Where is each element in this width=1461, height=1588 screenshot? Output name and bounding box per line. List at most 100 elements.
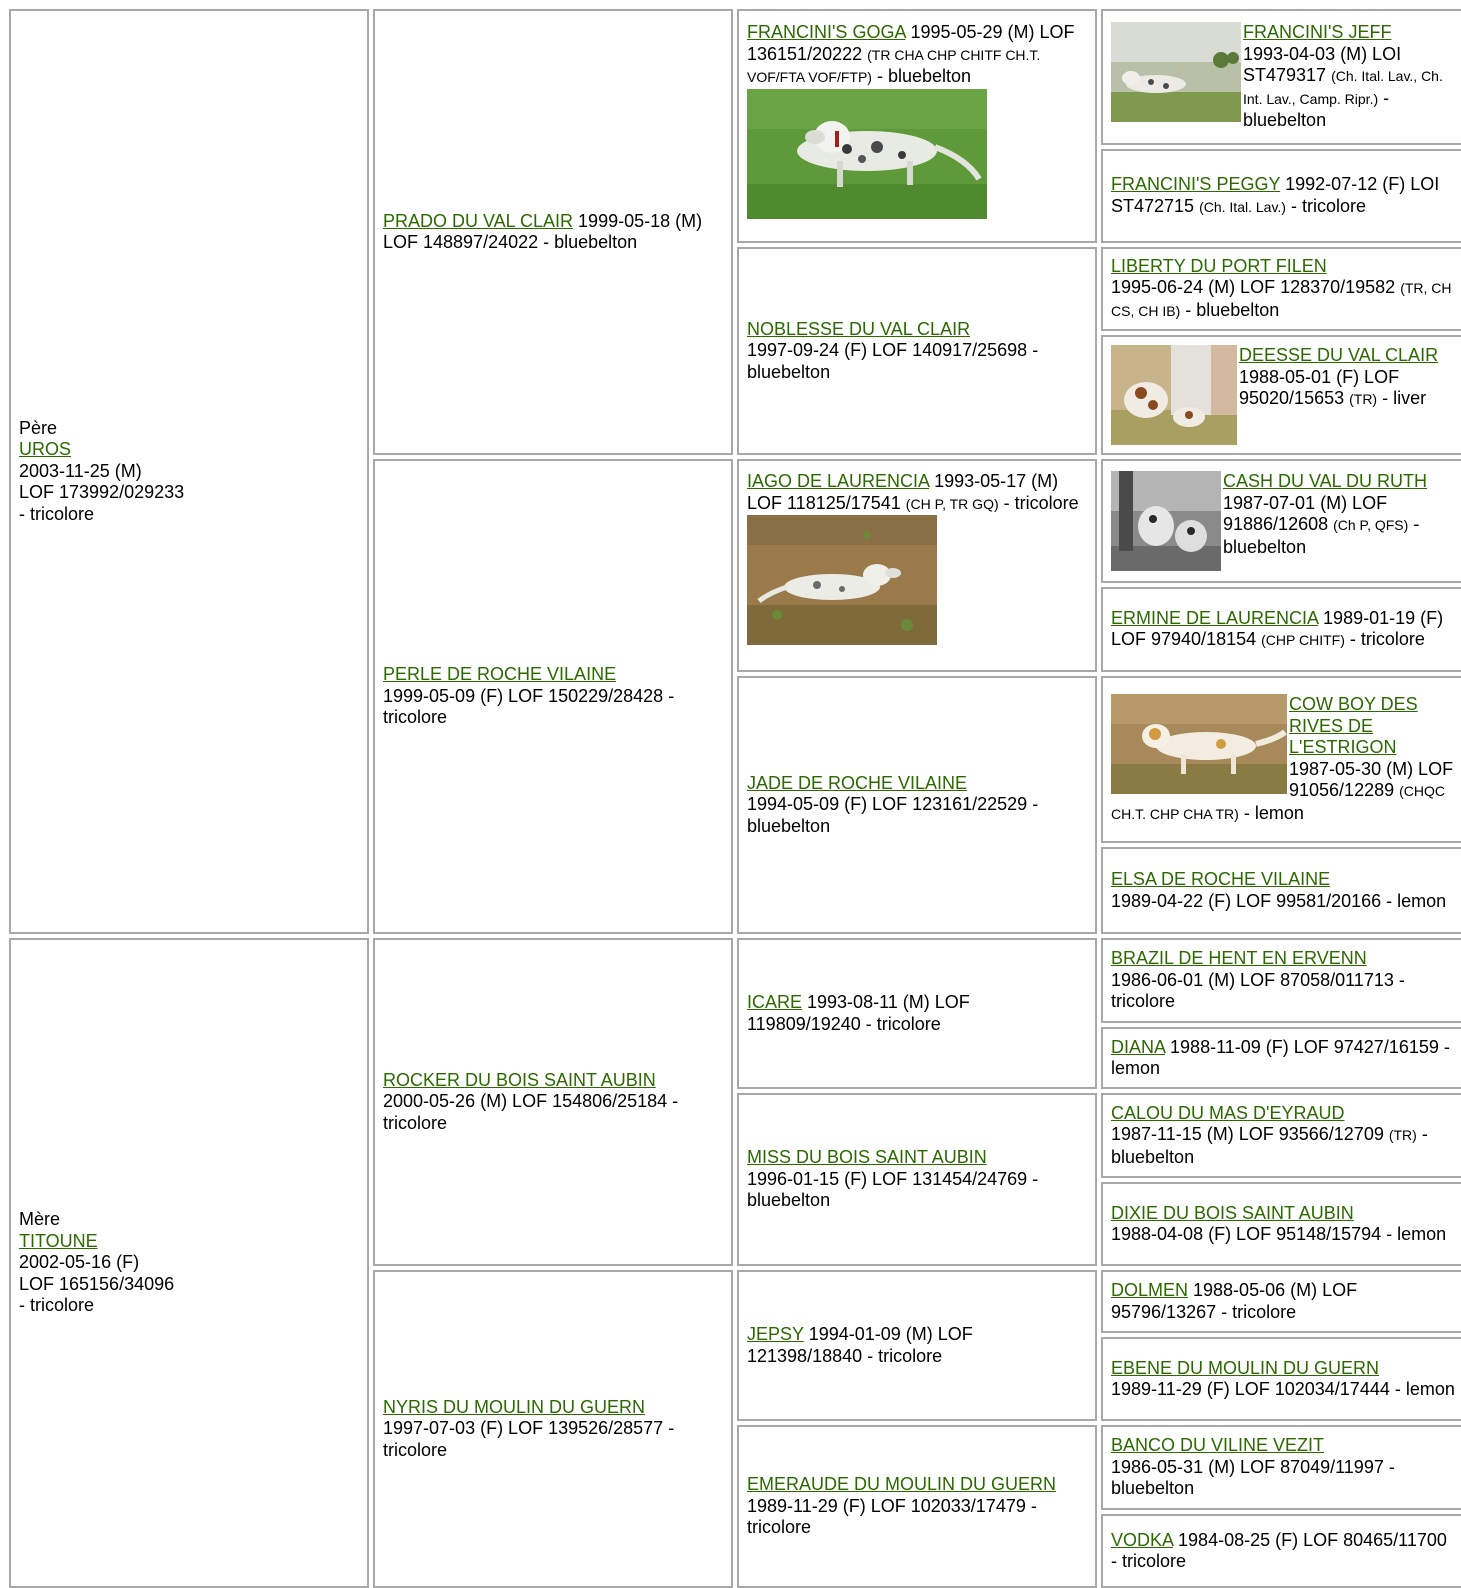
- dog-info: 1997-09-24 (F) LOF 140917/25698 - bluebe…: [747, 340, 1039, 382]
- dog-info: 1988-04-08 (F) LOF 95148/15794 - lemon: [1111, 1224, 1447, 1244]
- sire-link[interactable]: UROS: [19, 439, 72, 460]
- dog-link[interactable]: JADE DE ROCHE VILAINE: [747, 772, 968, 793]
- dog-link[interactable]: DIANA: [1111, 1036, 1166, 1057]
- setter-on-grass-photo: [747, 88, 987, 219]
- dog-link[interactable]: CALOU DU MAS D'EYRAUD: [1111, 1102, 1345, 1123]
- dog-link[interactable]: PRADO DU VAL CLAIR: [383, 210, 574, 231]
- dog-info: 2000-05-26 (M) LOF 154806/25184 - tricol…: [383, 1091, 679, 1133]
- dog-info: 1995-05-29 (M) LOF 136151/20222: [747, 22, 1075, 64]
- dog-link[interactable]: ICARE: [747, 992, 803, 1012]
- dog-link[interactable]: MISS DU BOIS SAINT AUBIN: [747, 1147, 987, 1168]
- dog-link[interactable]: ELSA DE ROCHE VILAINE: [1111, 869, 1331, 889]
- dog-info: 1997-07-03 (F) LOF 139526/28577 - tricol…: [383, 1418, 675, 1460]
- dog-link[interactable]: COW BOY DES RIVES DE L'ESTRIGON: [1289, 694, 1418, 757]
- dog-titles: (TR): [1349, 391, 1378, 407]
- dog-link[interactable]: ROCKER DU BOIS SAINT AUBIN: [383, 1069, 656, 1090]
- pedigree-cell-gen3: IAGO DE LAURENCIA 1993-05-17 (M) LOF 118…: [737, 459, 1097, 672]
- dog-link[interactable]: VODKA: [1111, 1529, 1174, 1550]
- dog-info: 1986-06-01 (M) LOF 87058/011713 - tricol…: [1111, 969, 1405, 1012]
- dog-info: 1989-11-29 (F) LOF 102034/17444 - lemon: [1111, 1379, 1455, 1399]
- pedigree-cell-gen4: VODKA 1984-08-25 (F) LOF 80465/11700 - t…: [1101, 1514, 1461, 1588]
- dog-color: - liver: [1377, 388, 1427, 408]
- dog-info: 1994-05-09 (F) LOF 123161/22529 - bluebe…: [747, 794, 1039, 836]
- dog-info: 1987-11-15 (M) LOF 93566/12709: [1111, 1124, 1389, 1145]
- dog-link[interactable]: DEESSE DU VAL CLAIR: [1239, 345, 1439, 365]
- pedigree-cell-gen4: ERMINE DE LAURENCIA 1989-01-19 (F) LOF 9…: [1101, 587, 1461, 672]
- pedigree-cell-gen3: FRANCINI'S GOGA 1995-05-29 (M) LOF 13615…: [737, 9, 1097, 243]
- dog-color: - bluebelton: [1223, 514, 1420, 557]
- dog-info: 1989-11-29 (F) LOF 102033/17479 - tricol…: [747, 1495, 1037, 1538]
- dog-info: 1984-08-25 (F) LOF 80465/11700 - tricolo…: [1111, 1529, 1447, 1572]
- dam-registration: LOF 165156/34096: [19, 1273, 175, 1294]
- dog-info: 1994-01-09 (M) LOF 121398/18840 - tricol…: [747, 1324, 973, 1366]
- sire-color: - tricolore: [19, 503, 95, 524]
- dog-info: 1987-05-30 (M) LOF 91056/12289: [1289, 758, 1454, 801]
- dog-color: - bluebelton: [871, 66, 972, 86]
- dog-titles: (TR CHA CHP CHITF CH.T. VOF/FTA VOF/FTP): [747, 46, 1041, 86]
- dog-link[interactable]: DOLMEN: [1111, 1280, 1189, 1300]
- dog-link[interactable]: ERMINE DE LAURENCIA: [1111, 607, 1319, 628]
- dam-color: - tricolore: [19, 1295, 95, 1316]
- dog-color: - tricolore: [1285, 195, 1366, 216]
- dog-color: - bluebelton: [1243, 87, 1390, 131]
- dog-titles: (CHQC CH.T. CHP CHA TR): [1111, 783, 1445, 822]
- dog-titles: (CH P, TR GQ): [905, 495, 999, 512]
- dog-titles: (CHP CHITF): [1261, 632, 1345, 648]
- dog-link[interactable]: EMERAUDE DU MOULIN DU GUERN: [747, 1474, 1057, 1495]
- dog-link[interactable]: JEPSY: [747, 1324, 804, 1344]
- dog-info: 1992-07-12 (F) LOI ST472715: [1111, 174, 1440, 216]
- dam-link[interactable]: TITOUNE: [19, 1230, 98, 1251]
- dog-link[interactable]: LIBERTY DU PORT FILEN: [1111, 255, 1327, 276]
- dog-link[interactable]: NYRIS DU MOULIN DU GUERN: [383, 1396, 646, 1417]
- pedigree-cell-gen3: ICARE 1993-08-11 (M) LOF 119809/19240 - …: [737, 938, 1097, 1089]
- dog-link[interactable]: EBENE DU MOULIN DU GUERN: [1111, 1357, 1380, 1378]
- dog-link[interactable]: FRANCINI'S GOGA: [747, 22, 906, 42]
- dog-link[interactable]: FRANCINI'S JEFF: [1243, 22, 1392, 43]
- bw-setters-photo: [1111, 471, 1221, 571]
- dog-info: 1999-05-09 (F) LOF 150229/28428 - tricol…: [383, 685, 675, 728]
- dog-info: 1989-04-22 (F) LOF 99581/20166 - lemon: [1111, 890, 1447, 911]
- dog-color: - lemon: [1238, 802, 1304, 823]
- dog-info: 1986-05-31 (M) LOF 87049/11997 - bluebel…: [1111, 1456, 1395, 1499]
- dog-color: - tricolore: [1344, 629, 1425, 649]
- role-label: Père: [19, 417, 58, 438]
- dam-info: 2002-05-16 (F): [19, 1252, 140, 1273]
- sire-info: 2003-11-25 (M): [19, 460, 142, 481]
- role-label: Mère: [19, 1209, 61, 1230]
- dog-titles: (Ch P, QFS): [1333, 517, 1409, 533]
- pedigree-cell-gen2: PRADO DU VAL CLAIR 1999-05-18 (M) LOF 14…: [373, 9, 733, 455]
- dog-link[interactable]: IAGO DE LAURENCIA: [747, 471, 930, 491]
- pedigree-cell-gen4: DEESSE DU VAL CLAIR 1988-05-01 (F) LOF 9…: [1101, 335, 1461, 455]
- dog-titles: (TR): [1388, 1127, 1417, 1144]
- dog-link[interactable]: BRAZIL DE HENT EN ERVENN: [1111, 948, 1367, 969]
- pedigree-cell-gen3: JEPSY 1994-01-09 (M) LOF 121398/18840 - …: [737, 1270, 1097, 1421]
- dog-info: 1999-05-18 (M) LOF 148897/24022 - bluebe…: [383, 210, 703, 253]
- pedigree-cell-gen4: DIANA 1988-11-09 (F) LOF 97427/16159 - l…: [1101, 1027, 1461, 1089]
- sire-registration: LOF 173992/029233: [19, 482, 185, 503]
- pedigree-cell-gen4: FRANCINI'S PEGGY 1992-07-12 (F) LOI ST47…: [1101, 149, 1461, 243]
- dog-link[interactable]: DIXIE DU BOIS SAINT AUBIN: [1111, 1202, 1354, 1223]
- dog-link[interactable]: BANCO DU VILINE VEZIT: [1111, 1435, 1325, 1456]
- dog-link[interactable]: PERLE DE ROCHE VILAINE: [383, 664, 617, 685]
- dog-link[interactable]: CASH DU VAL DU RUTH: [1223, 471, 1428, 491]
- dog-info: 1993-05-17 (M) LOF 118125/17541: [747, 471, 1059, 513]
- pedigree-cell-gen3: EMERAUDE DU MOULIN DU GUERN 1989-11-29 (…: [737, 1425, 1097, 1588]
- dog-info: 1988-05-06 (M) LOF 95796/13267 - tricolo…: [1111, 1280, 1358, 1322]
- dog-link[interactable]: FRANCINI'S PEGGY: [1111, 174, 1281, 194]
- dog-info: 1993-04-03 (M) LOI ST479317: [1243, 43, 1402, 86]
- dog-info: 1987-07-01 (M) LOF 91886/12608: [1223, 492, 1388, 535]
- dog-link[interactable]: NOBLESSE DU VAL CLAIR: [747, 318, 971, 339]
- dog-info: 1996-01-15 (F) LOF 131454/24769 - bluebe…: [747, 1168, 1039, 1211]
- dog-color: - tricolore: [998, 492, 1079, 513]
